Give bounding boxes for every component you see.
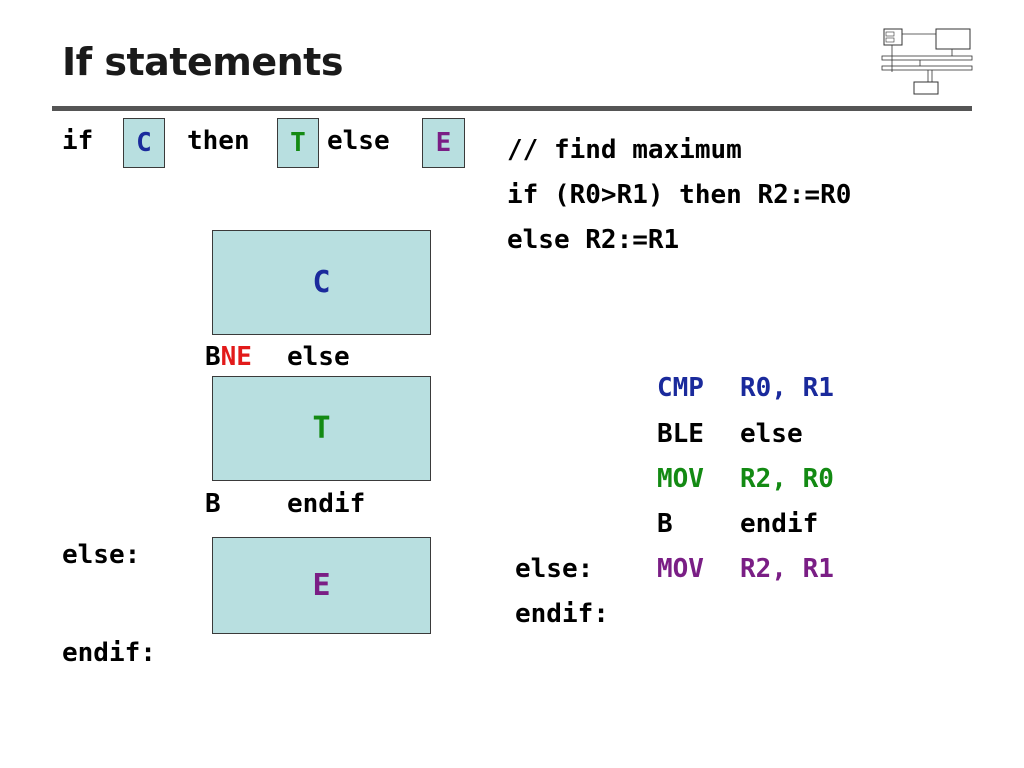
condition-box: C [123,118,165,168]
asm-args: endif [740,509,819,539]
asm-label: else: [515,554,594,584]
branch-op: B [205,489,221,519]
asm-args: R2, R1 [740,554,834,584]
asm-op: B [657,509,673,539]
asm-op: BLE [657,419,704,449]
asm-op: MOV [657,464,704,494]
asm-label: endif: [515,599,609,629]
then-keyword: then [187,126,250,156]
else-block: E [212,537,431,634]
computer-architecture-diagram-icon [881,28,973,95]
asm-row: CMP [657,373,704,403]
condition-block: C [212,230,431,335]
bne-ne: NE [220,342,252,372]
else-box: E [422,118,465,168]
asm-args: R0, R1 [740,373,834,403]
pseudo-line-2: else R2:=R1 [507,225,680,255]
else-label: else: [62,540,141,570]
slide-title: If statements [62,40,343,84]
asm-args: R2, R0 [740,464,834,494]
if-keyword: if [62,126,94,156]
bne-target: else [287,342,350,372]
bne-instruction: BNE [205,342,252,372]
then-block: T [212,376,431,481]
endif-label: endif: [62,638,156,668]
then-box: T [277,118,319,168]
else-keyword: else [327,126,390,156]
title-divider [52,106,972,111]
asm-args: else [740,419,803,449]
asm-op: MOV [657,554,704,584]
branch-target: endif [287,489,366,519]
asm-op: CMP [657,373,704,403]
comment-line: // find maximum [507,135,742,165]
pseudo-line-1: if (R0>R1) then R2:=R0 [507,180,852,210]
bne-b: B [205,342,221,372]
